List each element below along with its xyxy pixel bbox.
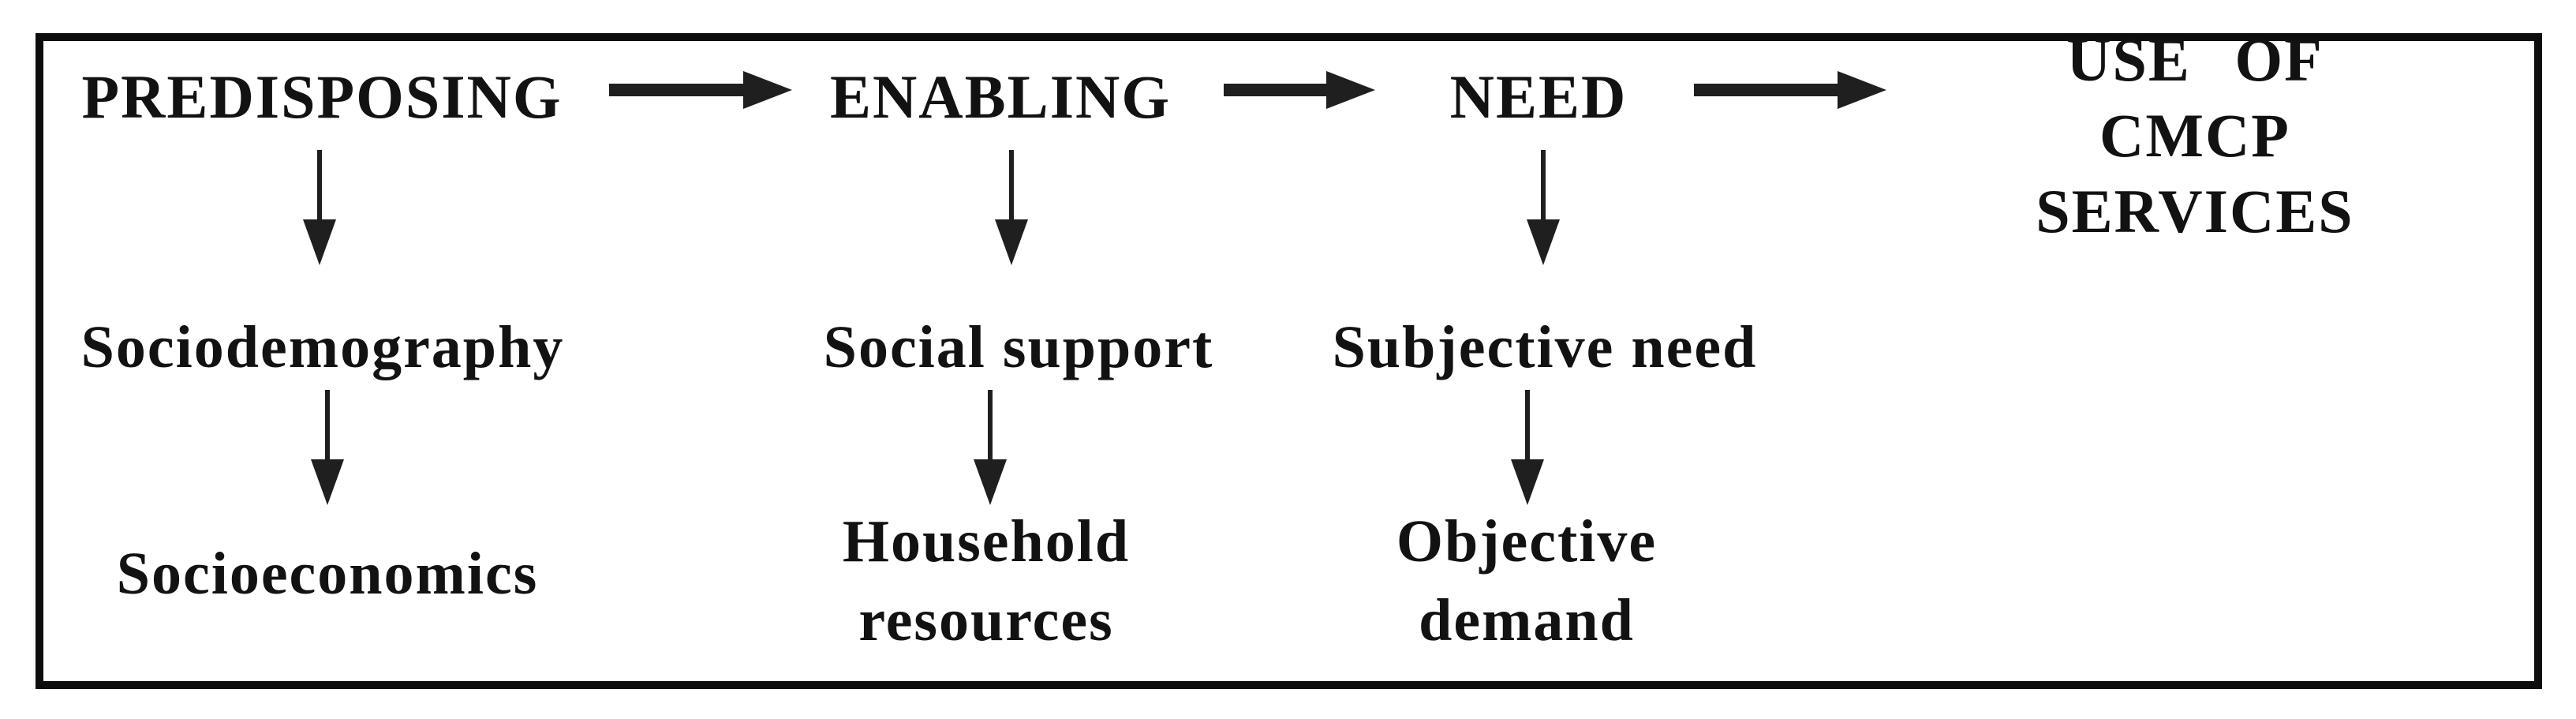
node-objective-demand: Objective demand bbox=[1396, 508, 1658, 653]
node-sociodemography: Sociodemography bbox=[80, 314, 565, 380]
right-arrow-icon-predisposing-to-enabling bbox=[609, 71, 792, 109]
node-predisposing: PREDISPOSING bbox=[81, 62, 563, 131]
down-arrow-icon-sociodemography-to-socioeconomics bbox=[311, 390, 344, 505]
node-socioeconomics: Socioeconomics bbox=[116, 541, 539, 607]
down-arrow-icon-predisposing-to-sociodemography bbox=[303, 150, 336, 265]
diagram-border-frame bbox=[36, 33, 2542, 689]
down-arrow-icon-enabling-to-social-support bbox=[995, 150, 1028, 265]
node-enabling: ENABLING bbox=[829, 62, 1172, 131]
right-arrow-icon-enabling-to-need bbox=[1224, 71, 1375, 109]
node-household-resources: Household resources bbox=[842, 508, 1131, 653]
down-arrow-icon-subjective-need-to-objective-demand bbox=[1511, 390, 1544, 505]
node-need: NEED bbox=[1449, 62, 1628, 131]
down-arrow-icon-need-to-subjective-need bbox=[1527, 150, 1560, 265]
node-social-support: Social support bbox=[823, 314, 1214, 380]
down-arrow-icon-social-support-to-household-resources bbox=[974, 390, 1007, 505]
node-use-of-cmcp-services: USE OF CMCP SERVICES bbox=[2036, 25, 2354, 245]
node-subjective-need: Subjective need bbox=[1332, 314, 1758, 380]
right-arrow-icon-need-to-use bbox=[1694, 71, 1886, 109]
